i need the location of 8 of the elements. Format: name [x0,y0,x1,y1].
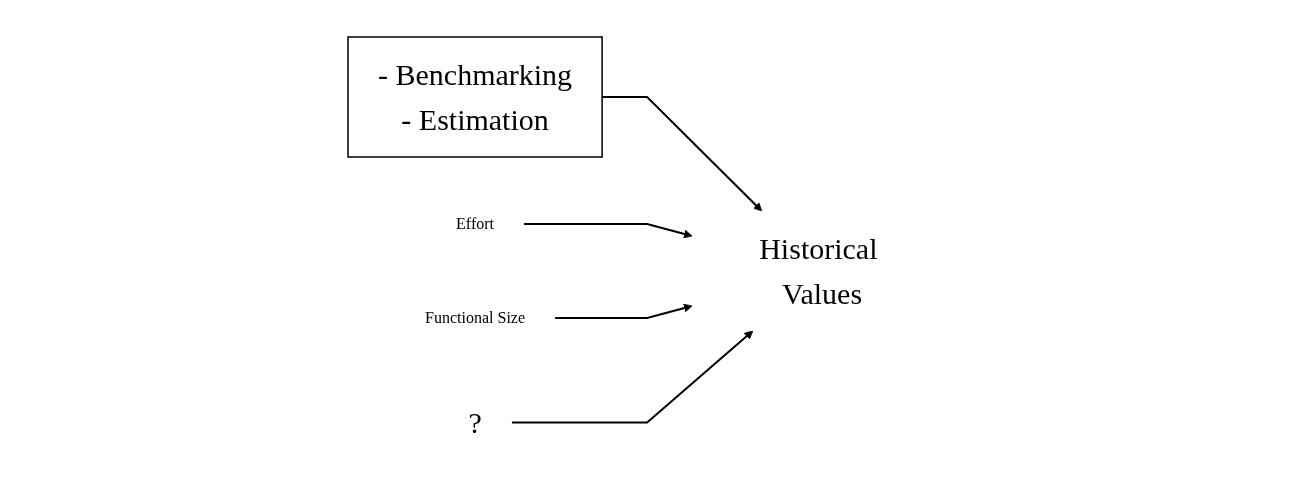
arrow [554,303,693,319]
node-text: Effort [456,214,495,232]
node-text: Historical Values [759,231,878,310]
node-text: ? [468,405,483,439]
arrow [523,222,693,238]
arrow [511,330,754,423]
node-box: - Benchmarking - Estimation [347,35,604,158]
node-text: Functional Size [425,308,526,326]
